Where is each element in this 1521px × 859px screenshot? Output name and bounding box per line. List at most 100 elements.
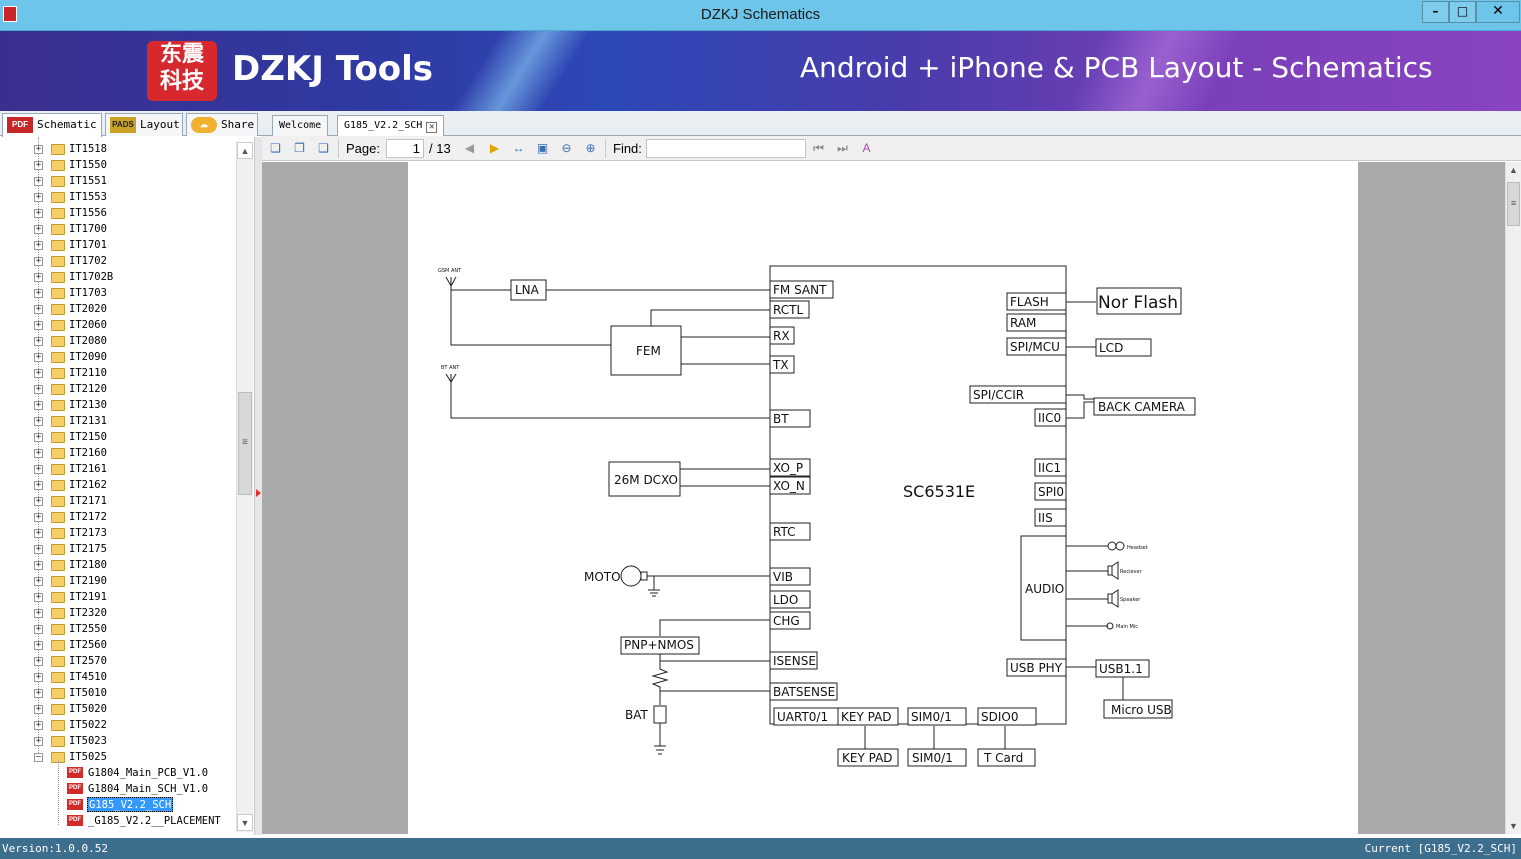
expand-icon[interactable]: + (34, 688, 43, 698)
maximize-button[interactable]: □ (1449, 1, 1476, 23)
copy-page-icon[interactable]: ❐ (294, 141, 305, 155)
expand-icon[interactable]: + (34, 448, 43, 458)
expand-icon[interactable]: + (34, 304, 43, 314)
fit-width-icon[interactable]: ↔ (512, 141, 525, 155)
expand-icon[interactable]: + (34, 384, 43, 394)
tree-folder[interactable]: +IT2570 (34, 655, 107, 667)
tree-folder[interactable]: +IT1551 (34, 175, 107, 187)
tree-folder[interactable]: +IT2160 (34, 447, 107, 459)
zoom-in-icon[interactable]: ⊕ (585, 141, 596, 155)
tree-folder[interactable]: +IT1518 (34, 143, 107, 155)
tree-folder[interactable]: +IT2150 (34, 431, 107, 443)
minimize-button[interactable]: – (1422, 1, 1449, 23)
tab-schematic[interactable]: PDF Schematic (2, 113, 102, 137)
expand-icon[interactable]: + (34, 192, 43, 202)
find-prev-icon[interactable]: ⏮ (813, 141, 824, 155)
expand-icon[interactable]: + (34, 208, 43, 218)
fit-page-icon[interactable]: ▣ (536, 141, 549, 155)
expand-icon[interactable]: – (34, 752, 43, 762)
expand-icon[interactable]: + (34, 512, 43, 522)
scroll-thumb[interactable]: ≡ (238, 392, 252, 495)
tree-folder[interactable]: +IT2130 (34, 399, 107, 411)
tree-folder[interactable]: +IT1702B (34, 271, 114, 283)
tree-folder[interactable]: +IT2020 (34, 303, 107, 315)
close-button[interactable]: ✕ (1476, 1, 1520, 23)
panel-splitter[interactable] (254, 137, 262, 835)
tree-folder[interactable]: +IT2171 (34, 495, 107, 507)
expand-icon[interactable]: + (34, 624, 43, 634)
expand-icon[interactable]: + (34, 528, 43, 538)
tree-folder[interactable]: +IT1700 (34, 223, 107, 235)
find-next-icon[interactable]: ⏭ (837, 141, 848, 155)
scroll-down-icon[interactable]: ▼ (237, 814, 253, 831)
tree-folder[interactable]: +IT2560 (34, 639, 107, 651)
tree-file[interactable]: PDF_G185_V2.2__PLACEMENT (67, 815, 221, 827)
expand-icon[interactable]: + (34, 240, 43, 250)
tree-folder[interactable]: +IT2550 (34, 623, 107, 635)
tree-folder[interactable]: +IT5010 (34, 687, 107, 699)
copy-icon[interactable]: ❏ (270, 141, 281, 155)
expand-icon[interactable]: + (34, 320, 43, 330)
tree-folder[interactable]: +IT1701 (34, 239, 107, 251)
scroll-up-icon[interactable]: ▲ (237, 142, 253, 159)
expand-icon[interactable]: + (34, 560, 43, 570)
tree-folder[interactable]: +IT1702 (34, 255, 107, 267)
expand-icon[interactable]: + (34, 160, 43, 170)
tree-folder[interactable]: +IT1703 (34, 287, 107, 299)
prev-page-icon[interactable]: ◀ (464, 141, 475, 155)
expand-icon[interactable]: + (34, 368, 43, 378)
tree-folder[interactable]: +IT2131 (34, 415, 107, 427)
paste-icon[interactable]: ❑ (318, 141, 329, 155)
expand-icon[interactable]: + (34, 576, 43, 586)
tree-folder[interactable]: +IT2190 (34, 575, 107, 587)
tree-folder[interactable]: +IT2110 (34, 367, 107, 379)
zoom-out-icon[interactable]: ⊖ (561, 141, 572, 155)
expand-icon[interactable]: + (34, 672, 43, 682)
tree-folder[interactable]: +IT2175 (34, 543, 107, 555)
viewer-scroll-thumb[interactable]: ≡ (1507, 182, 1520, 226)
close-tab-icon[interactable]: ✕ (426, 122, 438, 133)
expand-icon[interactable]: + (34, 544, 43, 554)
viewer-scroll-up-icon[interactable]: ▲ (1509, 165, 1518, 175)
expand-icon[interactable]: + (34, 144, 43, 154)
expand-icon[interactable]: + (34, 496, 43, 506)
expand-icon[interactable]: + (34, 656, 43, 666)
tree-folder[interactable]: +IT5023 (34, 735, 107, 747)
expand-icon[interactable]: + (34, 352, 43, 362)
tree-folder[interactable]: +IT2080 (34, 335, 107, 347)
expand-icon[interactable]: + (34, 432, 43, 442)
expand-icon[interactable]: + (34, 480, 43, 490)
tab-layout[interactable]: PADS Layout (105, 113, 183, 136)
tree-folder[interactable]: +IT5020 (34, 703, 107, 715)
tree-folder[interactable]: +IT2172 (34, 511, 107, 523)
tree-folder[interactable]: +IT4510 (34, 671, 107, 683)
tree-folder[interactable]: +IT2191 (34, 591, 107, 603)
viewer-scrollbar[interactable]: ▲ ≡ ▼ (1505, 162, 1521, 834)
tree-folder[interactable]: +IT2180 (34, 559, 107, 571)
expand-icon[interactable]: + (34, 720, 43, 730)
tab-share[interactable]: ☁ Share (186, 113, 258, 136)
tree-folder[interactable]: +IT2161 (34, 463, 107, 475)
expand-icon[interactable]: + (34, 288, 43, 298)
tree-folder[interactable]: +IT2320 (34, 607, 107, 619)
tree-folder[interactable]: +IT2173 (34, 527, 107, 539)
page-input[interactable]: 1 (386, 139, 424, 158)
expand-icon[interactable]: + (34, 592, 43, 602)
find-options-icon[interactable]: A (862, 141, 871, 155)
tree-folder[interactable]: +IT1550 (34, 159, 107, 171)
expand-icon[interactable]: + (34, 176, 43, 186)
tree-folder[interactable]: +IT1553 (34, 191, 107, 203)
viewer-scroll-down-icon[interactable]: ▼ (1509, 821, 1518, 831)
tree-folder[interactable]: +IT5022 (34, 719, 107, 731)
doc-tab-g185[interactable]: G185_V2.2_SCH✕ (337, 115, 445, 137)
tree-folder[interactable]: +IT2162 (34, 479, 107, 491)
expand-icon[interactable]: + (34, 640, 43, 650)
doc-tab-welcome[interactable]: Welcome (272, 115, 329, 136)
tree-folder[interactable]: +IT2090 (34, 351, 107, 363)
expand-icon[interactable]: + (34, 400, 43, 410)
expand-icon[interactable]: + (34, 464, 43, 474)
tree-folder[interactable]: –IT5025 (34, 751, 107, 763)
tree-folder[interactable]: +IT2120 (34, 383, 107, 395)
